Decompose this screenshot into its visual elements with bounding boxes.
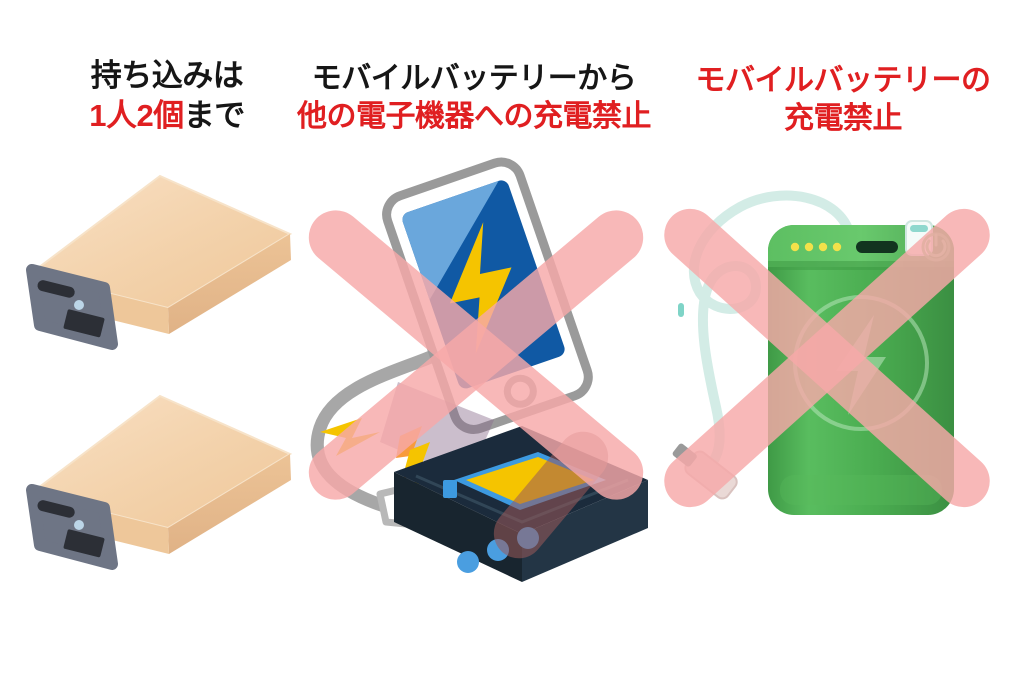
caption-middle-line1: モバイルバッテリーから bbox=[311, 62, 637, 95]
usb-a-port bbox=[856, 241, 898, 253]
usb-c-port bbox=[37, 500, 75, 518]
caption-left: 持ち込みは 1人2個まで bbox=[22, 56, 312, 135]
cable-marker bbox=[678, 303, 684, 317]
bank-port-panel bbox=[26, 484, 118, 570]
usb-a-port bbox=[63, 309, 105, 338]
caption-right: モバイルバッテリーの 充電禁止 bbox=[664, 62, 1022, 139]
usb-c-plug-loose bbox=[672, 443, 738, 500]
led-indicator bbox=[74, 520, 84, 530]
illustration-green-power-bank bbox=[660, 175, 1024, 555]
caption-left-line2-red: 1人2個 bbox=[89, 97, 184, 133]
caption-middle-line2: 他の電子機器への充電禁止 bbox=[297, 100, 652, 134]
spark-bolt-left bbox=[320, 418, 380, 456]
power-bank-green bbox=[768, 220, 954, 515]
caption-middle: モバイルバッテリーから 他の電子機器への充電禁止 bbox=[274, 60, 674, 137]
caption-right-line2: 充電禁止 bbox=[784, 102, 903, 136]
power-bank-upper bbox=[8, 168, 308, 383]
caption-left-line1: 持ち込みは bbox=[90, 58, 244, 93]
illustration-phone-and-power-bank bbox=[276, 150, 676, 600]
bank-right-side bbox=[168, 454, 291, 554]
bank-port-panel bbox=[26, 264, 118, 350]
caption-left-line2: 1人2個まで bbox=[22, 96, 312, 136]
caption-right-line1: モバイルバッテリーの bbox=[695, 64, 992, 97]
power-bank-lower bbox=[8, 388, 308, 603]
caption-left-line2-black: まで bbox=[183, 97, 246, 133]
led-indicator bbox=[74, 300, 84, 310]
bank-right-side bbox=[168, 234, 291, 334]
usb-c-port bbox=[37, 280, 75, 298]
usb-a-port bbox=[63, 529, 105, 558]
